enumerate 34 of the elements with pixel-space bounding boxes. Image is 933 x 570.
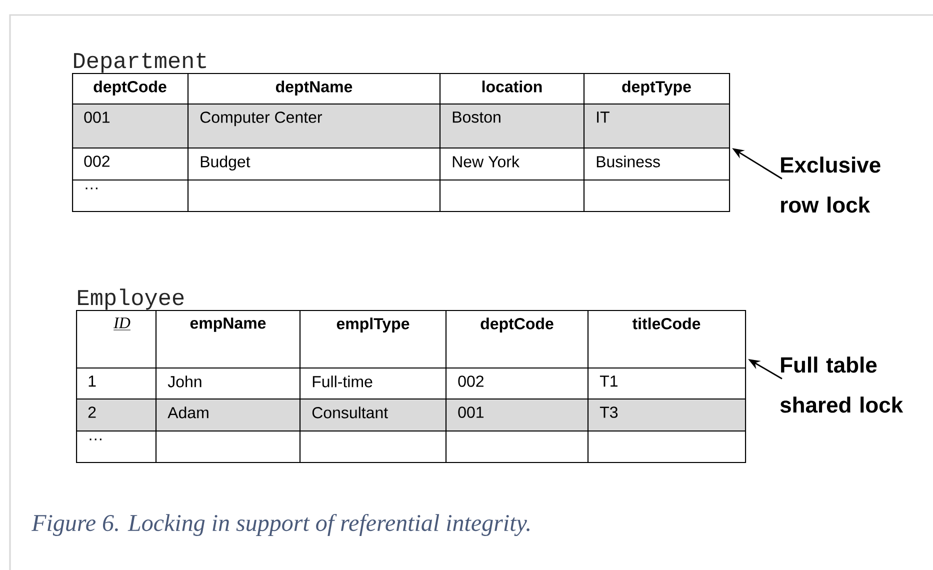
cell-value: 002 <box>84 156 110 167</box>
cell-value: 001 <box>458 406 484 418</box>
lock-label: Exclusive row lock <box>781 156 880 213</box>
cell-value: Adam <box>168 406 208 418</box>
cell-value: 1 <box>88 376 96 387</box>
cell-value: Computer Center <box>200 112 322 126</box>
column-header: deptCode <box>480 318 554 332</box>
cell-value: … <box>90 438 102 440</box>
cell-value: Consultant <box>312 406 388 418</box>
cell-value: … <box>86 188 98 190</box>
cell-value: Boston <box>452 112 500 123</box>
cell-value: T3 <box>600 406 618 418</box>
cell-value: IT <box>597 112 610 123</box>
column-header: titleCode <box>632 318 700 330</box>
lock-label: Full table shared lock <box>780 356 904 413</box>
column-header: location <box>482 80 542 92</box>
node-label: Employee <box>78 288 184 310</box>
column-header: deptCode <box>94 80 166 96</box>
figure-caption: Figure 6. Locking in support of referential integrity. <box>31 514 530 536</box>
cell-value: Budget <box>200 156 250 171</box>
column-header: ID <box>113 318 131 330</box>
cell-value: 2 <box>88 406 96 418</box>
cell-value: New York <box>452 156 520 168</box>
column-header: deptType <box>622 80 691 96</box>
cell-value: Business <box>596 156 660 168</box>
cell-value: Full-time <box>312 376 372 388</box>
column-header: deptName <box>276 80 352 96</box>
column-header: empName <box>190 318 266 332</box>
column-header: emplType <box>336 318 410 332</box>
cell-value: 001 <box>84 112 110 123</box>
cell-value: T1 <box>600 376 618 387</box>
node-label: Department <box>74 52 206 73</box>
cell-value: John <box>168 376 202 388</box>
cell-value: 002 <box>458 376 484 387</box>
